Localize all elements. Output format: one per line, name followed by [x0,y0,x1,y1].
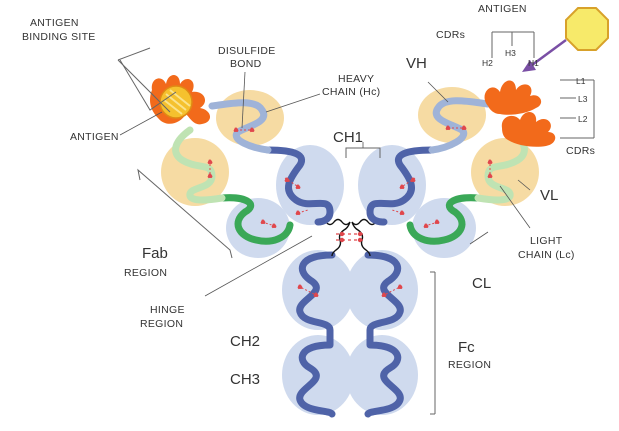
fc-chains [296,251,404,418]
label-antigen-right: ANTIGEN [478,3,527,15]
label-l2: L2 [578,114,588,124]
label-light-chain-2: CHAIN (Lc) [518,249,575,261]
svg-text:CH1: CH1 [333,129,363,146]
svg-text:CH3: CH3 [230,371,260,388]
svg-text:CL: CL [472,275,491,292]
label-fab-region-1: Fab [142,245,168,262]
label-fc-region-2: REGION [448,359,491,371]
label-antigen-binding-site-1: ANTIGEN [30,17,79,29]
vh-chains [208,97,492,154]
antigen-octagon-icon [565,7,609,51]
hinge [317,218,385,257]
svg-text:CH2: CH2 [230,333,260,350]
label-cdrs-right: CDRs [566,145,595,157]
labels: ANTIGEN BINDING SITE DISULFIDE BOND HEAV… [22,3,595,388]
label-vh: VH [406,55,427,72]
hinge-disulfides [336,231,366,243]
svg-text:VL: VL [540,187,558,204]
fc-right-chain [364,251,404,418]
label-fc-region-1: Fc [458,339,475,356]
label-heavy-chain-2: CHAIN (Hc) [322,86,380,98]
label-h2: H2 [482,58,493,68]
halo-vh-right [418,87,486,143]
label-fab-region-2: REGION [124,267,167,279]
halo-vh-left [216,90,284,146]
label-l1: L1 [576,76,586,86]
label-cl: CL [472,275,491,292]
left-antigen-site [150,75,211,125]
label-antigen-left: ANTIGEN [70,131,119,143]
cl-chains [218,194,482,245]
right-cdr-fingers-bottom [501,111,556,147]
vh-left [208,99,272,154]
label-ch3: CH3 [230,371,260,388]
binding-arrow-icon [527,38,567,70]
hinge-right-coil [351,218,385,257]
cl-left [218,194,294,245]
vh-right [428,97,492,154]
label-hinge-region-2: REGION [140,318,183,330]
right-antigen-site [484,80,556,147]
label-l3: L3 [578,94,588,104]
label-h1: H1 [528,58,539,68]
cl-right [406,194,482,245]
label-light-chain-1: LIGHT [530,235,563,247]
ch1-chains [264,146,436,226]
ch1-right [366,146,436,226]
hinge-left-coil [317,218,351,257]
leader-lines [117,31,595,415]
halo-cl-right [412,198,476,258]
disulfide-bonds [207,125,493,298]
label-ch2: CH2 [230,333,260,350]
label-cdrs-top: CDRs [436,29,465,41]
fc-left-chain [296,251,336,418]
label-heavy-chain-1: HEAVY [338,73,374,85]
label-disulfide-bond-1: DISULFIDE [218,45,276,57]
svg-text:VH: VH [406,55,427,72]
label-antigen-binding-site-2: BINDING SITE [22,31,96,43]
right-cdr-fingers-top [484,80,542,115]
label-hinge-region-1: HINGE [150,304,185,316]
label-h3: H3 [505,48,516,58]
label-ch1: CH1 [333,129,363,146]
free-antigen [522,7,609,72]
ch1-left [264,146,334,226]
label-disulfide-bond-2: BOND [230,58,262,70]
label-vl: VL [540,187,558,204]
